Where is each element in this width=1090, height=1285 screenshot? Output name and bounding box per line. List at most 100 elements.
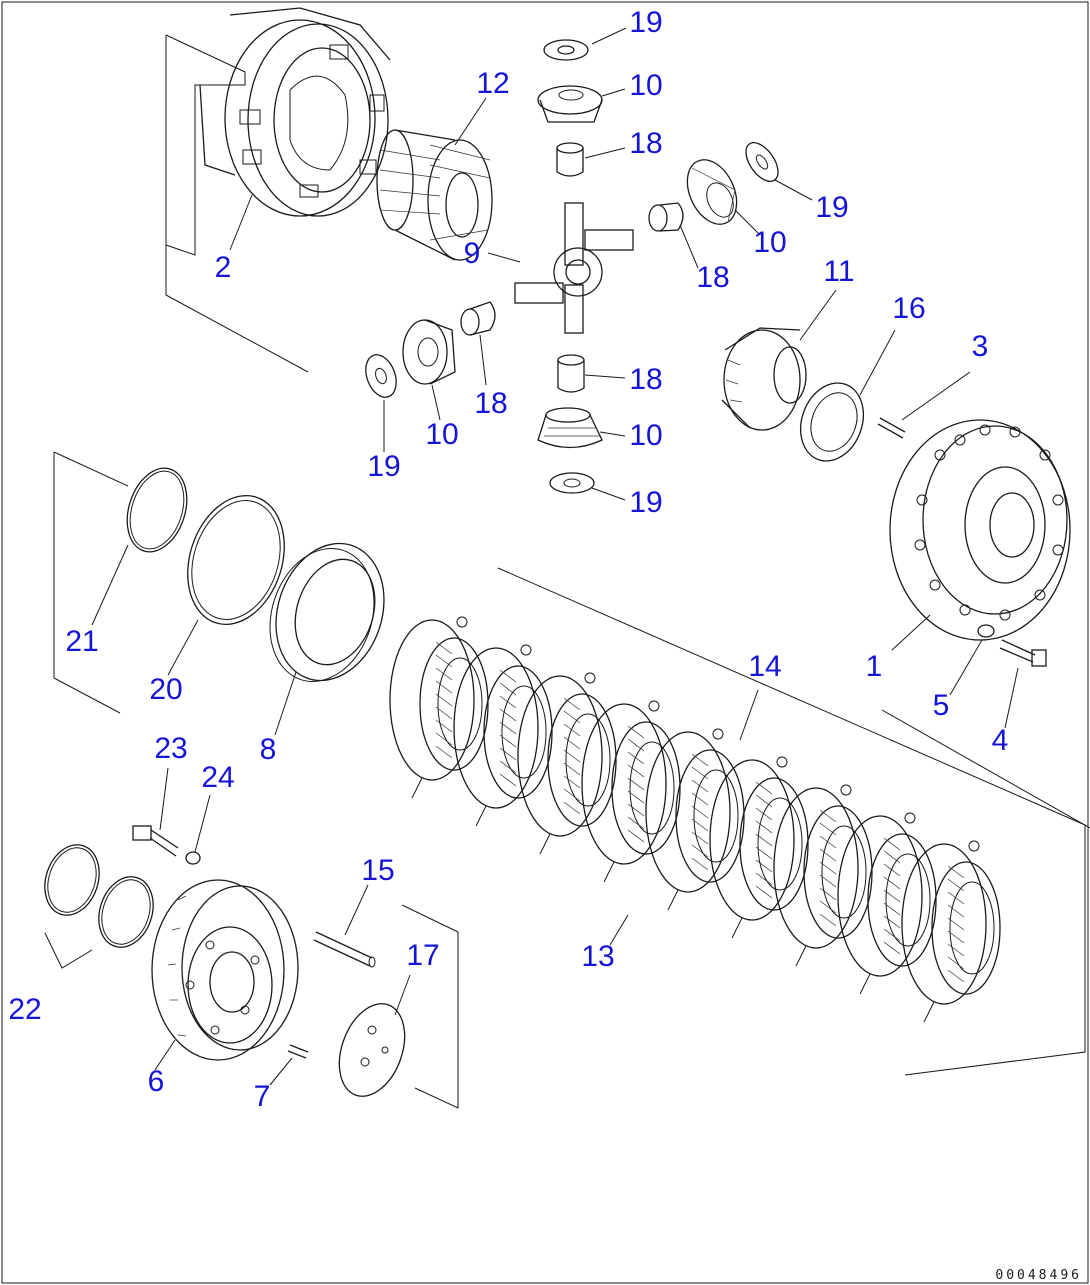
- friction-hatch: [435, 693, 453, 707]
- friction-hatch: [627, 751, 645, 765]
- friction-hatch: [947, 917, 965, 931]
- callout-19: 19: [367, 450, 401, 483]
- part-11-side-gear: [721, 327, 807, 431]
- steel-plate: [837, 815, 923, 977]
- friction-hatch: [435, 667, 453, 681]
- friction-disc-bore: [501, 685, 547, 779]
- friction-disc: [611, 721, 681, 855]
- part-18-bushing-right: [648, 202, 684, 232]
- part-3-pin: [877, 417, 906, 439]
- callout-11: 11: [823, 255, 855, 288]
- friction-hatch: [755, 872, 773, 886]
- friction-hatch: [691, 753, 709, 767]
- friction-hatch: [627, 764, 645, 778]
- friction-hatch: [755, 833, 773, 847]
- friction-hatch: [499, 695, 517, 709]
- part-10-pinion-right: [686, 159, 738, 225]
- part-18-bushing-bottom: [557, 354, 585, 393]
- part-19-thrust-washer-left: [365, 354, 397, 398]
- friction-hatch: [755, 859, 773, 873]
- friction-hatch: [883, 941, 901, 955]
- part-18-bushing-top: [556, 142, 584, 177]
- friction-hatch: [499, 708, 517, 722]
- callout-17: 17: [406, 939, 440, 972]
- callout-4: 4: [991, 724, 1009, 757]
- friction-hatch: [435, 719, 453, 733]
- friction-hatch: [819, 887, 837, 901]
- callout-10: 10: [425, 418, 459, 451]
- friction-hatch: [883, 915, 901, 929]
- friction-hatch: [563, 710, 581, 724]
- friction-hatch: [563, 775, 581, 789]
- friction-hatch: [819, 835, 837, 849]
- friction-hatch: [947, 904, 965, 918]
- stack-bracket-tick: [539, 833, 551, 855]
- callout-22: 22: [8, 993, 42, 1026]
- part-10-pinion-bottom: [537, 407, 603, 449]
- part-20-seal-ring: [187, 494, 285, 626]
- part-19-thrust-washer-top: [543, 39, 589, 61]
- stack-bracket-tick: [475, 805, 487, 827]
- friction-disc: [867, 833, 937, 967]
- friction-hatch: [819, 861, 837, 875]
- friction-hatch: [947, 865, 965, 879]
- friction-hatch: [755, 807, 773, 821]
- callout-18: 18: [629, 127, 663, 160]
- friction-hatch: [947, 891, 965, 905]
- callout-24: 24: [201, 761, 235, 794]
- stack-bracket-tick: [923, 1001, 935, 1023]
- friction-hatch: [435, 745, 453, 759]
- plate-lug: [648, 700, 660, 712]
- leader-lines: [91, 27, 1019, 1086]
- stack-bracket-tick: [795, 945, 807, 967]
- friction-hatch: [563, 697, 581, 711]
- steel-plate: [517, 675, 603, 837]
- part-19-thrust-washer-right: [745, 142, 779, 182]
- steel-plate: [773, 787, 859, 949]
- friction-hatch: [563, 762, 581, 776]
- part-23-bolt: [132, 825, 179, 857]
- plate-lug: [968, 840, 980, 852]
- friction-disc: [675, 749, 745, 883]
- callout-14: 14: [748, 650, 782, 683]
- plate-lug: [520, 644, 532, 656]
- steel-plate: [645, 731, 731, 893]
- plate-lug: [456, 616, 468, 628]
- part-9-spider: [514, 202, 634, 334]
- part-24-washer: [185, 851, 201, 865]
- friction-hatch: [627, 790, 645, 804]
- callout-21: 21: [65, 625, 99, 658]
- plate-lug: [584, 672, 596, 684]
- callout-6: 6: [147, 1065, 165, 1098]
- friction-disc: [483, 665, 553, 799]
- friction-hatch: [883, 837, 901, 851]
- friction-hatch: [691, 792, 709, 806]
- friction-hatch: [627, 829, 645, 843]
- friction-hatch: [563, 749, 581, 763]
- friction-disc-bore: [565, 713, 611, 807]
- callout-18: 18: [696, 261, 730, 294]
- plate-lug: [712, 728, 724, 740]
- part-10-pinion-left: [402, 319, 456, 385]
- callout-10: 10: [629, 69, 663, 102]
- friction-hatch: [563, 801, 581, 815]
- friction-hatch: [819, 913, 837, 927]
- friction-hatch: [755, 781, 773, 795]
- part-5-washer: [977, 624, 995, 638]
- friction-hatch: [691, 831, 709, 845]
- friction-hatch: [499, 721, 517, 735]
- stack-bracket-tick: [859, 973, 871, 995]
- friction-hatch: [819, 874, 837, 888]
- friction-hatch: [755, 820, 773, 834]
- part-19-thrust-washer-bottom: [549, 472, 595, 494]
- part-1-housing: [881, 419, 1090, 829]
- friction-hatch: [691, 766, 709, 780]
- friction-disc-bore: [629, 741, 675, 835]
- friction-hatch: [755, 885, 773, 899]
- steel-plate: [581, 703, 667, 865]
- friction-hatch: [947, 930, 965, 944]
- part-13-14-clutch-pack: [389, 567, 1086, 1076]
- friction-hatch: [691, 818, 709, 832]
- friction-hatch: [499, 682, 517, 696]
- friction-hatch: [819, 900, 837, 914]
